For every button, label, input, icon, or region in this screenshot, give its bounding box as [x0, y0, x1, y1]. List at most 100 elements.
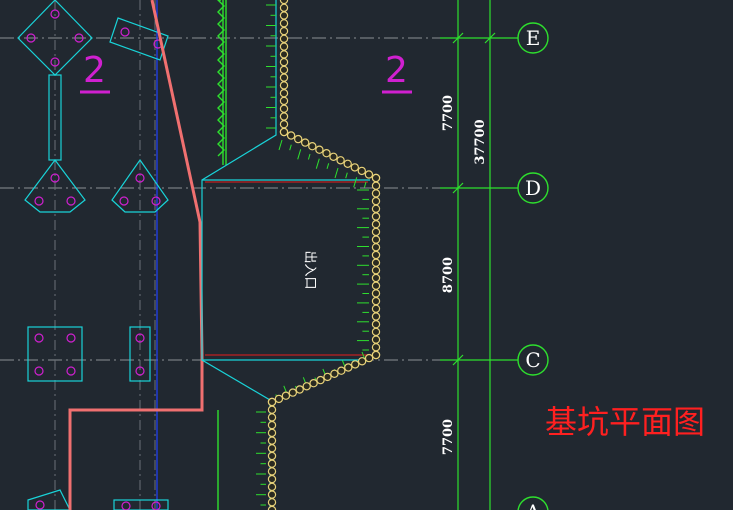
hatch-tick: [315, 158, 320, 169]
support-pile: [267, 444, 277, 453]
section-mark-right: 2: [385, 50, 408, 91]
hatch-tick: [353, 177, 358, 188]
support-pile: [267, 459, 277, 468]
axis-bubble-a: A: [517, 496, 549, 510]
support-pile: [279, 73, 289, 82]
support-pile: [371, 212, 381, 221]
dim-e-to-d: 7700: [441, 95, 456, 131]
dim-total: 37700: [473, 119, 488, 164]
section-mark-left: 2: [83, 50, 106, 91]
hatch-tick: [289, 144, 292, 151]
support-pile: [279, 3, 289, 13]
support-pile: [371, 189, 381, 198]
support-pile: [371, 219, 381, 229]
left-footings: [17, 0, 169, 510]
support-piles: [267, 0, 381, 510]
support-pile: [279, 127, 289, 137]
hatch-tick: [278, 139, 283, 151]
support-pile: [357, 357, 367, 366]
support-pile: [323, 372, 332, 382]
svg-text:D: D: [525, 176, 541, 200]
support-pile: [288, 388, 297, 397]
support-pile: [279, 88, 289, 98]
site-boundary-line: [68, 0, 204, 510]
support-pile: [315, 145, 324, 154]
bolt-markers: [26, 9, 163, 510]
support-pile: [302, 382, 311, 391]
support-pile: [364, 170, 374, 179]
hatch-tick: [297, 149, 302, 160]
support-pile: [267, 498, 277, 507]
support-pile: [371, 350, 381, 360]
support-pile: [279, 26, 289, 36]
support-pile: [371, 235, 381, 244]
support-pile: [371, 335, 381, 344]
support-pile: [279, 19, 289, 28]
support-pile: [279, 50, 289, 59]
support-pile: [351, 360, 360, 369]
green-vertical-wave: [217, 0, 227, 510]
left-construction-lines: [54, 0, 156, 510]
support-pile: [267, 467, 277, 476]
svg-text:C: C: [525, 348, 540, 372]
support-pile: [309, 379, 318, 388]
dim-d-to-c: 8700: [441, 257, 456, 293]
support-pile: [336, 156, 345, 165]
support-pile: [294, 134, 303, 144]
support-pile: [279, 112, 289, 121]
support-pile: [371, 258, 381, 267]
axis-bubble-c: C: [517, 344, 549, 376]
exit-label: 出入口: [302, 250, 317, 289]
support-pile: [281, 391, 291, 400]
support-pile: [329, 152, 338, 161]
support-pile: [274, 394, 284, 404]
axis-bubble-e: E: [517, 22, 549, 54]
support-pile: [267, 436, 277, 445]
support-pile: [308, 141, 317, 151]
support-pile: [267, 482, 277, 492]
support-pile: [279, 119, 289, 129]
support-pile: [371, 312, 381, 321]
support-pile: [267, 420, 277, 430]
support-pile: [371, 250, 381, 260]
support-pile: [371, 243, 381, 252]
support-pile: [371, 281, 381, 290]
support-pile: [371, 304, 381, 313]
support-pile: [371, 289, 381, 298]
support-pile: [371, 173, 381, 183]
support-pile: [279, 57, 289, 67]
support-pile: [267, 405, 277, 414]
support-pile: [371, 273, 381, 283]
support-pile: [267, 505, 277, 510]
support-pile: [279, 11, 289, 20]
support-pile: [279, 81, 289, 90]
support-pile: [267, 413, 277, 422]
svg-text:A: A: [525, 500, 541, 510]
support-pile: [371, 227, 381, 237]
support-pile: [267, 474, 277, 484]
hatch-tick: [363, 181, 367, 188]
support-pile: [371, 343, 381, 352]
support-pile: [267, 451, 277, 461]
dimension-lines: [440, 0, 518, 510]
hatch-tick: [307, 153, 311, 160]
support-pile: [357, 166, 366, 176]
support-pile: [364, 353, 374, 363]
support-pile: [286, 131, 296, 140]
support-pile: [371, 204, 381, 213]
support-pile: [344, 363, 353, 372]
support-pile: [371, 296, 381, 306]
exit-inner-lines: [205, 181, 368, 356]
support-pile: [295, 385, 304, 394]
support-pile: [337, 366, 346, 375]
support-pile: [279, 104, 289, 113]
support-pile: [330, 369, 339, 378]
support-pile: [279, 65, 289, 75]
support-pile: [316, 375, 325, 385]
hatch-tick: [345, 172, 348, 179]
support-pile: [279, 0, 289, 5]
support-pile: [267, 397, 277, 407]
support-pile: [371, 266, 381, 275]
